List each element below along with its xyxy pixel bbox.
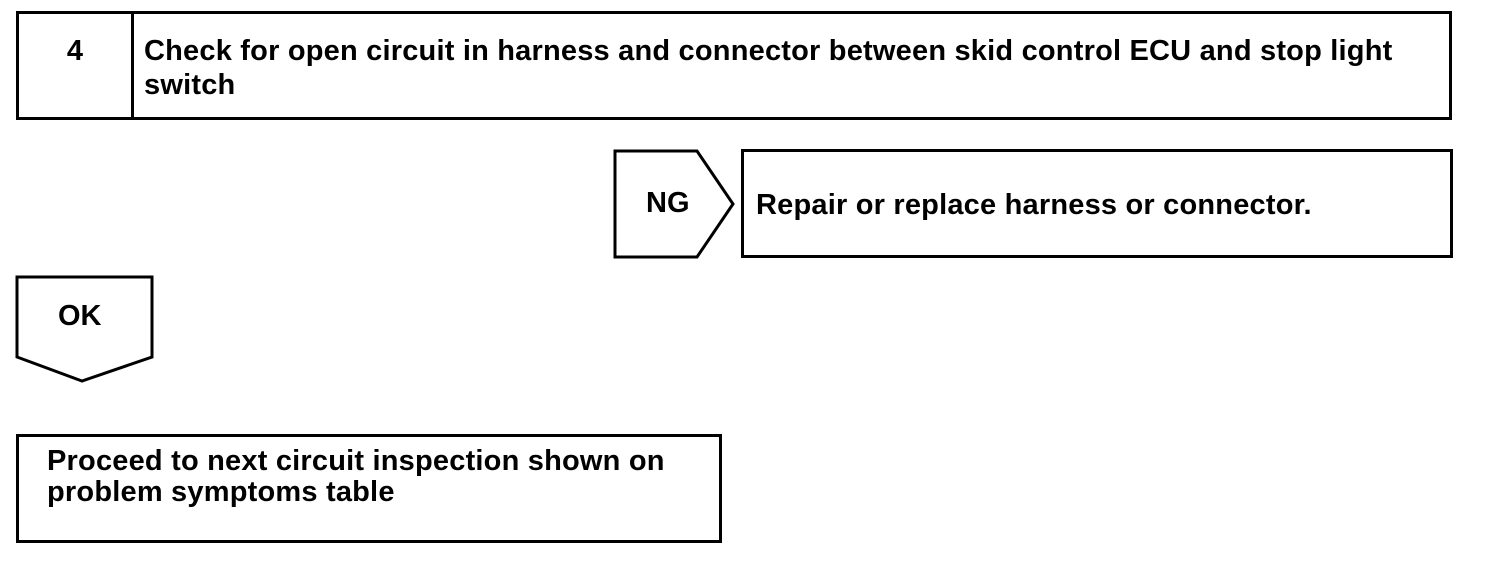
ng-arrow-label: NG [646,187,690,219]
step-divider [131,14,134,117]
ng-action-box: Repair or replace harness or connector. [741,149,1453,258]
ok-action-text: Proceed to next circuit inspection shown… [47,445,665,508]
step-title: Check for open circuit in harness and co… [144,35,1393,101]
step-header-box: 4 Check for open circuit in harness and … [16,11,1452,120]
ok-arrow-label: OK [58,300,102,332]
ok-action-box: Proceed to next circuit inspection shown… [16,434,722,543]
step-number: 4 [66,35,84,67]
ng-action-text: Repair or replace harness or connector. [756,189,1312,221]
